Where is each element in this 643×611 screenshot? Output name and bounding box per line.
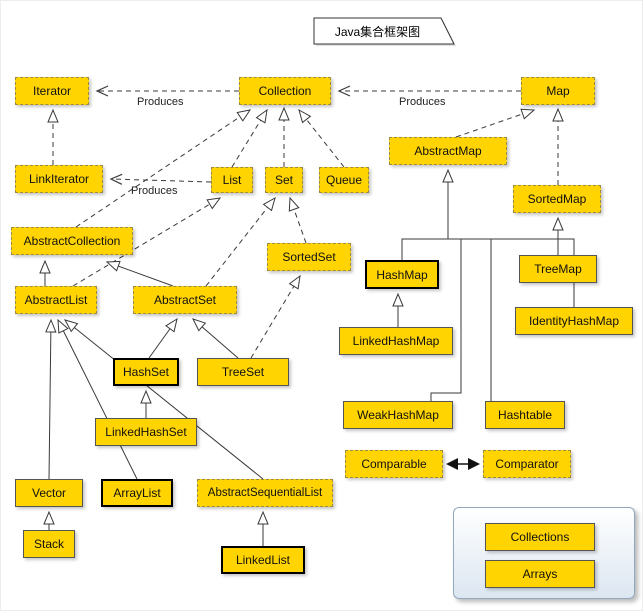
node-comparator: Comparator	[483, 450, 571, 478]
node-linkedhashmap: LinkedHashMap	[339, 327, 453, 355]
edge-vector-abstractlist	[45, 318, 57, 480]
node-abstractsequentiallist: AbstractSequentialList	[197, 479, 333, 507]
edge-abstractsequentiallist-abstractlist	[63, 319, 264, 480]
produces-label-2: Produces	[399, 96, 446, 108]
left-arrowhead-icon	[446, 458, 458, 470]
node-treemap: TreeMap	[519, 255, 597, 283]
node-identityhashmap: IdentityHashMap	[515, 307, 633, 335]
edge-abstractmap-map	[455, 108, 536, 138]
edge-abstractcollection-collection	[75, 109, 252, 228]
dashed-edges	[47, 85, 564, 359]
node-sortedset: SortedSet	[267, 243, 351, 271]
title-box-shape	[313, 17, 456, 46]
node-iterator: Iterator	[15, 77, 89, 105]
node-collection: Collection	[239, 77, 331, 105]
edge-comparable-comparator	[446, 458, 480, 470]
edge-bus-weakhashmap	[430, 239, 462, 402]
node-map: Map	[521, 77, 595, 105]
node-linkedlist: LinkedList	[221, 546, 305, 574]
node-treeset: TreeSet	[197, 358, 289, 386]
node-hashset: HashSet	[113, 358, 179, 386]
edge-abstractset-abstractcollection	[105, 260, 174, 287]
edge-treeset-abstractset	[192, 318, 239, 359]
edge-abstractset-set	[205, 196, 276, 287]
node-set: Set	[265, 167, 303, 193]
node-queue: Queue	[319, 167, 369, 193]
edge-queue-collection	[298, 108, 345, 168]
right-arrowhead-icon	[468, 458, 480, 470]
edge-sortedset-set	[288, 196, 307, 244]
node-vector: Vector	[15, 479, 83, 507]
produces-label-1: Produces	[137, 96, 184, 108]
node-linkiterator: LinkIterator	[15, 165, 103, 193]
edge-list-linkiterator	[109, 173, 212, 185]
title-box	[313, 17, 455, 45]
edge-arraylist-abstractlist	[57, 318, 138, 480]
node-abstractcollection: AbstractCollection	[11, 227, 133, 255]
node-linkedhashset: LinkedHashSet	[95, 418, 197, 446]
node-collections: Collections	[485, 523, 595, 551]
node-comparable: Comparable	[345, 450, 443, 478]
diagram-title: Java集合框架图	[334, 24, 421, 39]
node-arraylist: ArrayList	[101, 479, 173, 507]
node-abstractmap: AbstractMap	[389, 137, 507, 165]
node-list: List	[211, 167, 253, 193]
node-abstractset: AbstractSet	[133, 286, 237, 314]
node-hashtable: Hashtable	[485, 401, 565, 429]
node-weakhashmap: WeakHashMap	[343, 401, 453, 429]
node-hashmap: HashMap	[365, 260, 439, 289]
node-sortedmap: SortedMap	[513, 185, 601, 213]
node-stack: Stack	[23, 530, 75, 558]
edge-treeset-sortedset	[250, 274, 301, 359]
produces-label-3: Produces	[131, 185, 178, 197]
node-abstractlist: AbstractList	[15, 286, 97, 314]
edge-hashset-abstractset	[148, 317, 178, 359]
edge-list-collection	[231, 108, 268, 168]
edge-abstractlist-list	[72, 197, 222, 287]
node-arrays: Arrays	[485, 560, 595, 588]
